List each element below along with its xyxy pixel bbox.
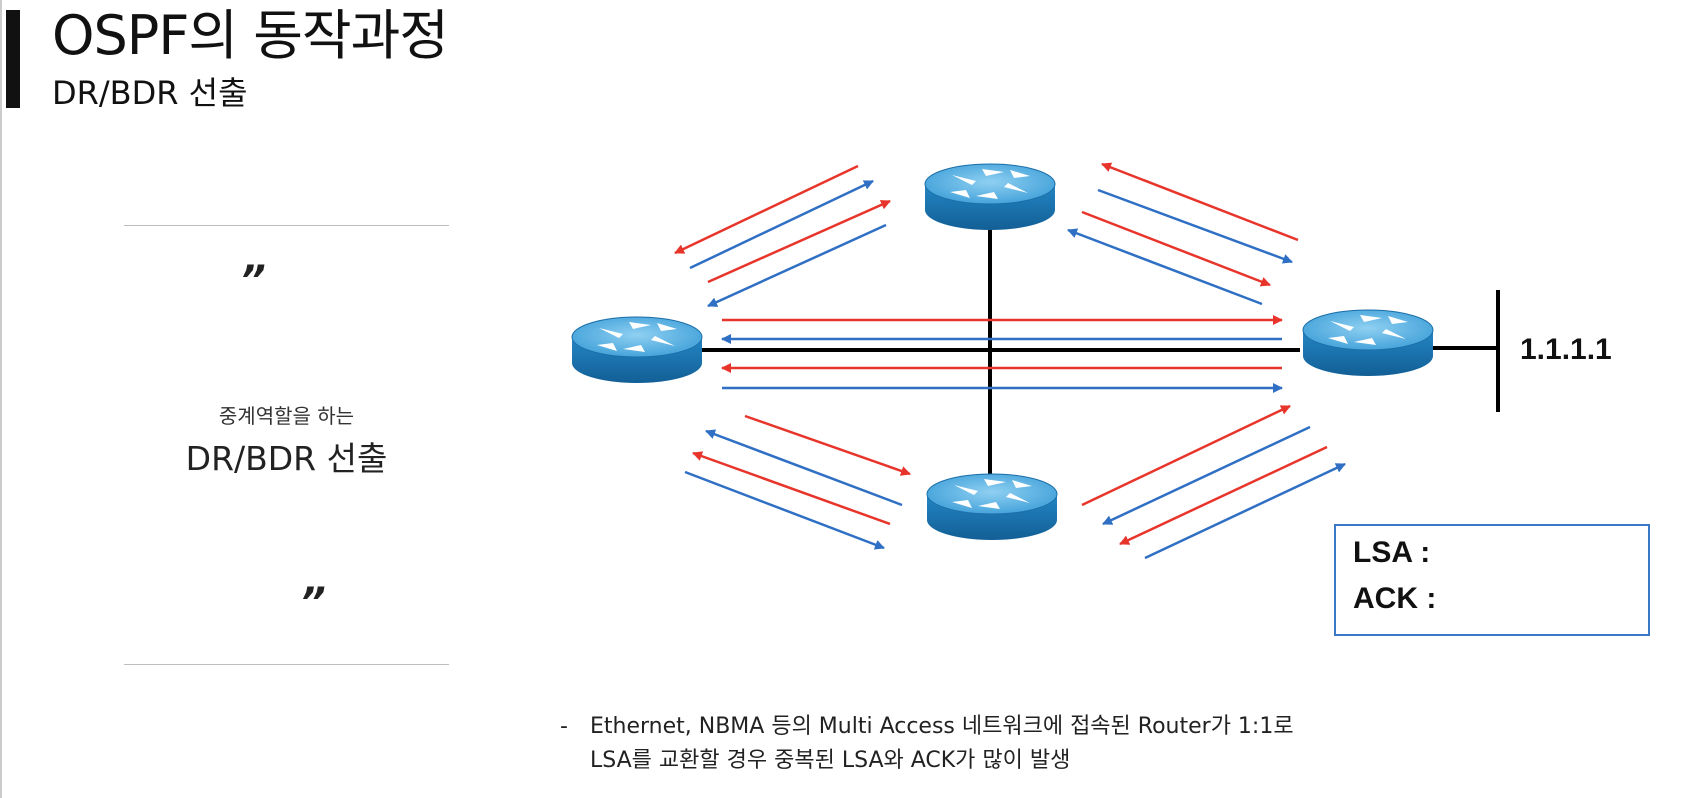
legend-lsa-label: LSA : bbox=[1353, 536, 1431, 569]
lsa-arrow bbox=[692, 451, 891, 526]
router-top bbox=[924, 163, 1056, 231]
lsa-arrow bbox=[674, 164, 859, 255]
lsa-arrow bbox=[1119, 445, 1328, 546]
lsa-arrow bbox=[1081, 404, 1291, 507]
note-bullet: - bbox=[560, 714, 568, 739]
ack-arrow bbox=[1097, 188, 1293, 264]
ack-arrow bbox=[705, 429, 903, 507]
legend-ack-label: ACK : bbox=[1353, 582, 1437, 615]
router-bottom bbox=[926, 473, 1058, 541]
ack-arrow bbox=[707, 223, 887, 308]
router-right bbox=[1302, 309, 1434, 377]
page-title: OSPF의 동작과정 bbox=[52, 4, 449, 67]
close-quote-mark: ” bbox=[300, 580, 326, 626]
title-accent-bar bbox=[6, 10, 20, 108]
ack-arrow bbox=[1102, 425, 1311, 526]
router-left bbox=[571, 316, 703, 384]
lsa-arrow bbox=[707, 199, 891, 284]
lsa-arrow bbox=[744, 414, 911, 476]
legend-box bbox=[1334, 524, 1650, 636]
lsa-arrow bbox=[1081, 210, 1271, 287]
left-edge-line bbox=[0, 0, 2, 798]
ack-arrow bbox=[1144, 462, 1346, 560]
open-quote-mark: ” bbox=[240, 258, 266, 304]
quote-bottom-divider bbox=[124, 664, 449, 665]
ack-arrow bbox=[684, 470, 885, 550]
quote-caption-small: 중계역할을 하는 bbox=[218, 404, 355, 428]
page-subtitle: DR/BDR 선출 bbox=[52, 74, 248, 112]
quote-top-divider bbox=[124, 225, 449, 226]
lsa-arrow bbox=[1101, 162, 1299, 242]
note-line-1: Ethernet, NBMA 등의 Multi Access 네트워크에 접속된… bbox=[590, 714, 1294, 739]
network-address-label: 1.1.1.1 bbox=[1520, 333, 1612, 366]
ack-arrow bbox=[689, 179, 874, 270]
lsa-ack-arrows bbox=[674, 162, 1346, 560]
note-line-2: LSA를 교환할 경우 중복된 LSA와 ACK가 많이 발생 bbox=[590, 748, 1071, 773]
quote-caption-large: DR/BDR 선출 bbox=[185, 439, 388, 478]
ack-arrow bbox=[1067, 228, 1263, 306]
